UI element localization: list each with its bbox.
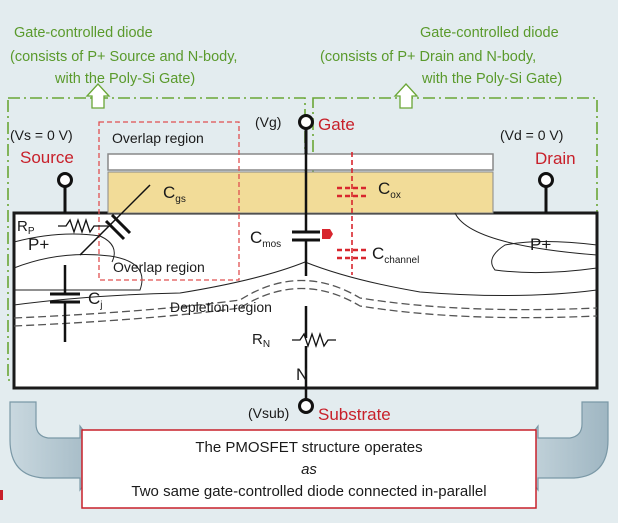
gate-terminal: [298, 114, 314, 130]
rn-label: RN: [252, 331, 270, 350]
cj-label: Cj: [88, 289, 103, 311]
edge-mark: [0, 490, 3, 500]
cchannel-label: Cchannel: [372, 244, 419, 266]
drain-label: Drain: [535, 149, 576, 168]
field-line: [491, 241, 598, 274]
vsub-label: (Vsub): [248, 405, 289, 421]
summary-line1: The PMOSFET structure operates: [195, 439, 422, 456]
right-note-title: Gate-controlled diode: [420, 25, 559, 41]
n-label: N: [296, 365, 308, 384]
overlap-bottom-label: Overlap region: [113, 259, 205, 275]
gate-poly: [107, 153, 494, 171]
cmos-label: Cmos: [250, 228, 281, 250]
overlap-top-label: Overlap region: [112, 130, 204, 146]
substrate-label: Substrate: [318, 405, 391, 424]
rn-resistor: [292, 331, 336, 349]
field-line: [13, 254, 143, 291]
gate-oxide: [107, 171, 494, 214]
charge-marker-icon: [322, 229, 333, 239]
substrate-terminal: [298, 398, 314, 414]
depletion-boundary: [13, 279, 598, 319]
right-up-arrow-icon: [393, 83, 419, 109]
vs-label: (Vs = 0 V): [10, 127, 73, 143]
cox-label: Cox: [378, 179, 401, 201]
left-up-arrow-icon: [85, 83, 111, 109]
summary-box: [81, 429, 537, 509]
right-note-line1: (consists of P+ Drain and N-body,: [320, 49, 536, 65]
overlap-region-box: [98, 121, 240, 281]
p-plus-right-label: P+: [530, 235, 551, 254]
cgs-label: Cgs: [163, 183, 186, 205]
field-line: [454, 212, 598, 256]
vg-label: (Vg): [255, 114, 281, 130]
source-label: Source: [20, 148, 74, 167]
source-terminal: [57, 172, 73, 188]
rp-label: RP: [17, 218, 35, 237]
right-note-line2: with the Poly-Si Gate): [421, 71, 562, 87]
summary-line3: Two same gate-controlled diode connected…: [131, 483, 486, 500]
summary-line2: as: [301, 461, 317, 478]
vd-label: (Vd = 0 V): [500, 127, 563, 143]
drain-terminal: [538, 172, 554, 188]
gate-label: Gate: [318, 115, 355, 134]
depletion-boundary: [13, 287, 598, 327]
rp-resistor: [58, 217, 108, 235]
p-plus-left-label: P+: [28, 235, 49, 254]
left-note-line1: (consists of P+ Source and N-body,: [10, 49, 237, 65]
depletion-label: Depletion region: [170, 299, 272, 315]
left-note-line2: with the Poly-Si Gate): [54, 71, 195, 87]
left-note-title: Gate-controlled diode: [14, 25, 153, 41]
